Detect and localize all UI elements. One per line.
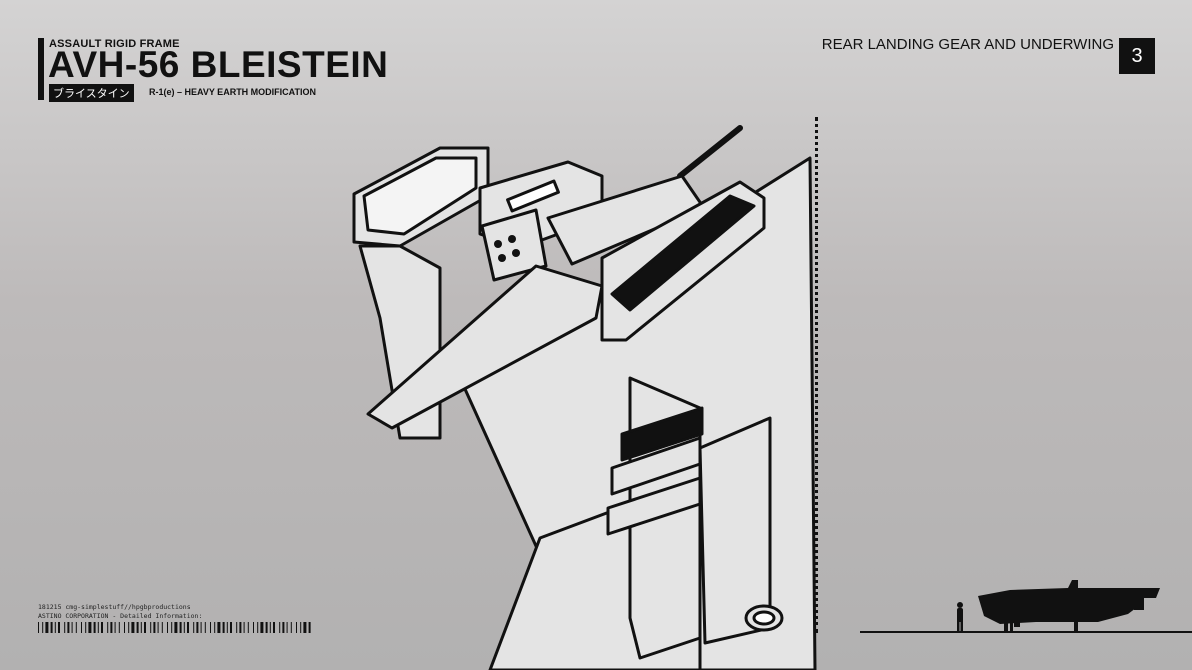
- landing-gear-line-drawing: [352, 125, 817, 670]
- barcode-bar: [196, 622, 199, 633]
- barcode-bar: [157, 622, 159, 633]
- barcode-bar: [140, 622, 142, 633]
- barcode-bar: [71, 622, 73, 633]
- barcode-bar: [257, 622, 259, 633]
- section-title: REAR LANDING GEAR AND UNDERWING: [821, 36, 1114, 53]
- barcode-graphic: [38, 622, 311, 633]
- barcode-bar: [273, 622, 275, 633]
- barcode-bar: [107, 622, 109, 633]
- barcode-bar: [45, 622, 49, 633]
- barcode-bar: [42, 622, 44, 633]
- credit-line-1: 181215 cmg-simplestuff//hpgbproductions: [38, 603, 191, 611]
- barcode-bar: [81, 622, 82, 633]
- barcode-bar: [110, 622, 113, 633]
- barcode-bar: [222, 622, 225, 633]
- barcode-bar: [150, 622, 152, 633]
- barcode-bar: [38, 622, 39, 633]
- barcode-bar: [85, 622, 87, 633]
- step-panel-2: [610, 436, 702, 496]
- barcode-bar: [174, 622, 178, 633]
- center-slot: [506, 179, 560, 213]
- step-panel-3: [606, 476, 702, 536]
- barcode-bar: [54, 622, 56, 633]
- page-title: AVH-56 BLEISTEIN: [48, 44, 389, 85]
- underwing-plate: [366, 264, 604, 430]
- scale-silhouette-graphic: [860, 580, 1192, 633]
- barcode-bar: [236, 622, 238, 633]
- barcode-bar: [214, 622, 216, 633]
- barcode-bar: [67, 622, 70, 633]
- wheel-hub-inner: [752, 610, 776, 626]
- barcode-bar: [265, 622, 268, 633]
- barcode-bar: [153, 622, 156, 633]
- barcode-bar: [64, 622, 66, 633]
- variant-label: R-1(e) – HEAVY EARTH MODIFICATION: [149, 87, 317, 97]
- japanese-name-badge: ブライスタイン: [49, 84, 134, 102]
- barcode-bar: [230, 622, 232, 633]
- barcode-bar: [303, 622, 307, 633]
- rear-intake-frame: [362, 156, 478, 236]
- barcode-bar: [93, 622, 96, 633]
- barcode-bar: [296, 622, 297, 633]
- barcode-bar: [161, 622, 163, 633]
- human-scale-figure: [957, 602, 963, 631]
- barcode-bar: [88, 622, 92, 633]
- barcode-bar: [226, 622, 228, 633]
- barcode-bar: [217, 622, 221, 633]
- antenna-rod: [677, 125, 743, 179]
- barcode-bar: [187, 622, 189, 633]
- barcode-bar: [247, 622, 249, 633]
- barcode-bar: [239, 622, 242, 633]
- barcode-bar: [50, 622, 53, 633]
- barcode-bar: [253, 622, 254, 633]
- barcode-bar: [290, 622, 292, 633]
- section-divider: [815, 117, 818, 633]
- ground-line: [860, 631, 1192, 633]
- barcode-bar: [118, 622, 120, 633]
- barcode-bar: [308, 622, 311, 633]
- barcode-bar: [131, 622, 135, 633]
- barcode-bar: [75, 622, 77, 633]
- bolt-housing: [480, 208, 548, 282]
- barcode-bar: [260, 622, 264, 633]
- barcode-bar: [136, 622, 139, 633]
- page-number-badge: 3: [1119, 38, 1155, 74]
- barcode-bar: [128, 622, 130, 633]
- barcode-bar: [200, 622, 202, 633]
- barcode-bar: [210, 622, 211, 633]
- barcode-bar: [183, 622, 185, 633]
- barcode-bar: [179, 622, 182, 633]
- barcode-bar: [171, 622, 173, 633]
- barcode-bar: [243, 622, 245, 633]
- step-panel-1: [620, 406, 704, 462]
- credits-block: 181215 cmg-simplestuff//hpgbproductions …: [38, 603, 202, 621]
- barcode-bar: [204, 622, 206, 633]
- barcode-bar: [269, 622, 271, 633]
- intake-channel-dark: [610, 194, 756, 312]
- barcode-bar: [279, 622, 281, 633]
- title-accent-bar: [38, 38, 44, 100]
- barcode-bar: [286, 622, 288, 633]
- barcode-bar: [97, 622, 99, 633]
- barcode-bar: [144, 622, 146, 633]
- barcode-bar: [114, 622, 116, 633]
- frame-class-label: ASSAULT RIGID FRAME: [49, 38, 180, 50]
- barcode-bar: [193, 622, 195, 633]
- aircraft-silhouette: [978, 580, 1160, 631]
- barcode-bar: [282, 622, 285, 633]
- barcode-bar: [300, 622, 302, 633]
- barcode-bar: [124, 622, 125, 633]
- barcode-bar: [58, 622, 60, 633]
- credit-line-2: ASTINO CORPORATION - Detailed Informatio…: [38, 612, 203, 620]
- barcode-bar: [167, 622, 168, 633]
- barcode-bar: [101, 622, 103, 633]
